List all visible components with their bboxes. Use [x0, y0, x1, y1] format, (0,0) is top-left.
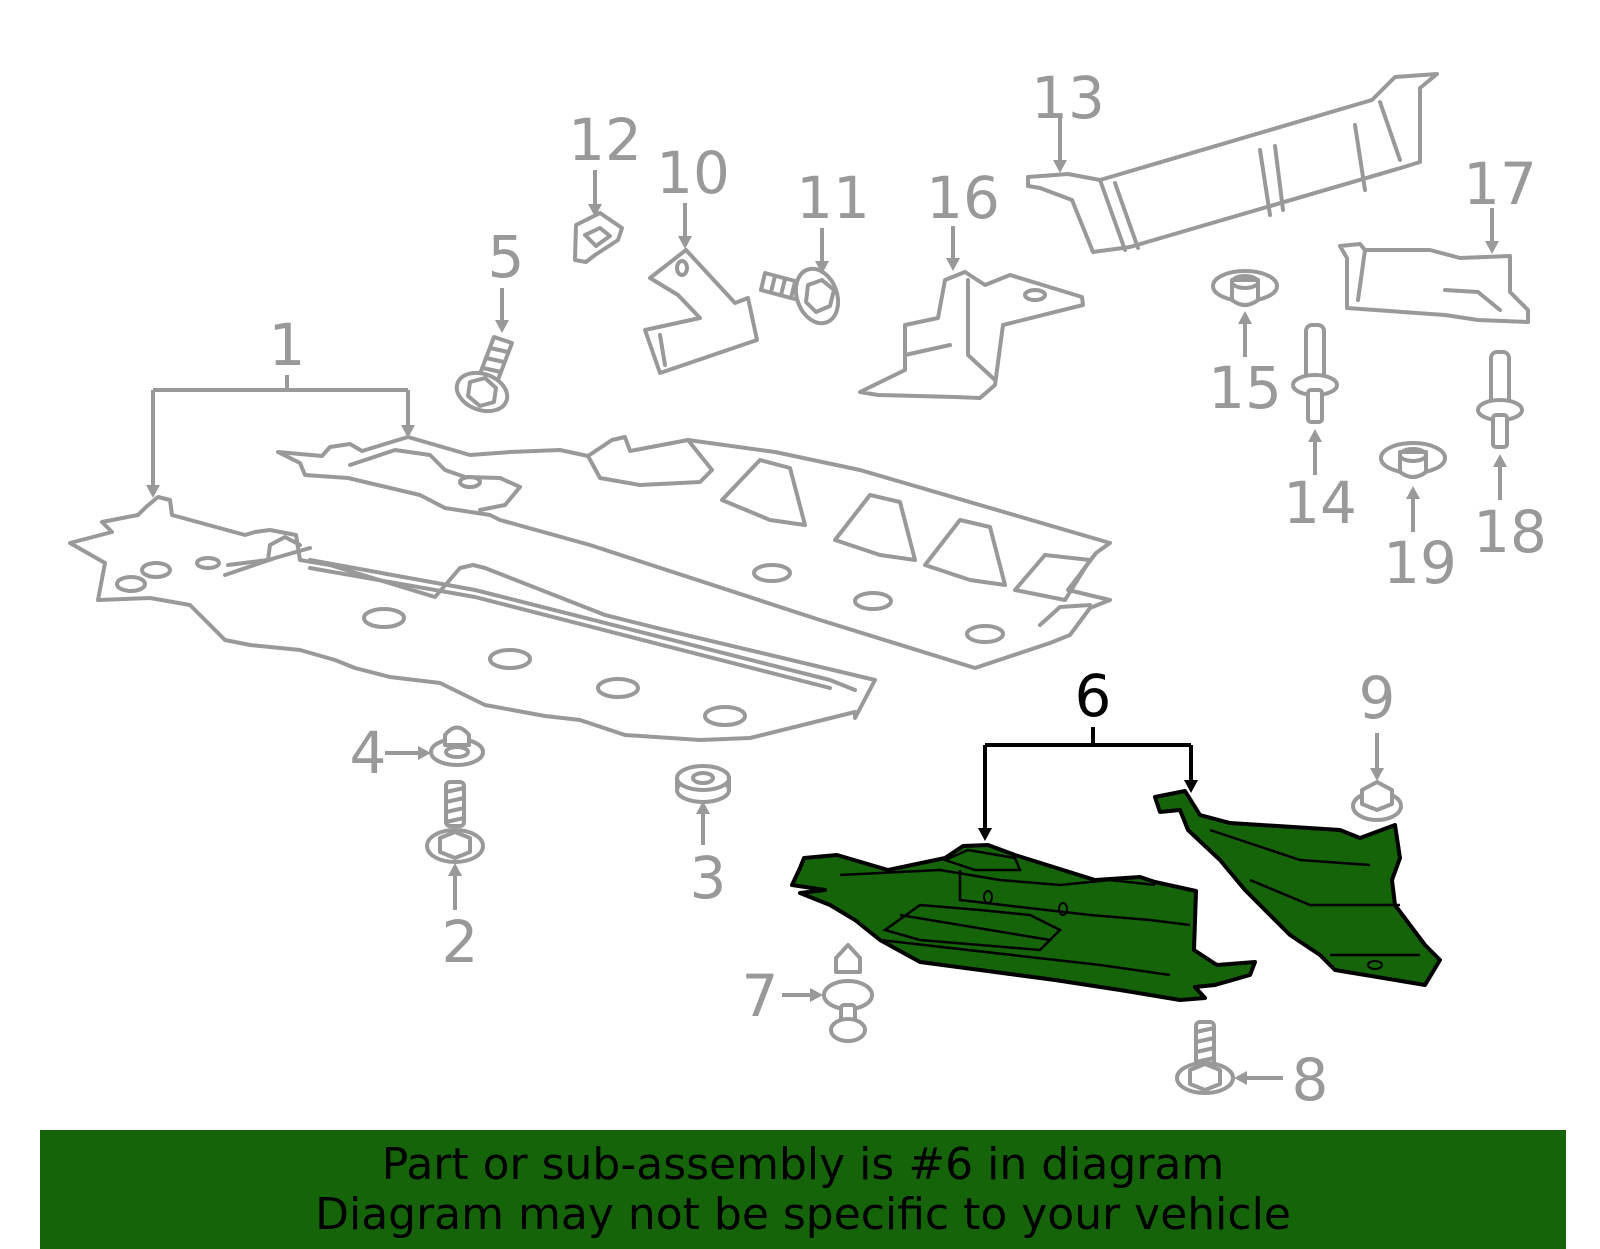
callout-10: 10 — [656, 139, 730, 207]
callout-14: 14 — [1283, 469, 1357, 537]
part-16-bracket[interactable] — [858, 270, 1085, 400]
callout-12: 12 — [568, 106, 642, 174]
part-8-bolt[interactable] — [1175, 1020, 1235, 1095]
callout-13: 13 — [1031, 64, 1105, 132]
part-18-push-pin[interactable] — [1476, 350, 1524, 449]
part-1-under-cover[interactable] — [68, 435, 1112, 742]
part-2-bolt[interactable] — [425, 780, 485, 864]
callout-16: 16 — [926, 164, 1000, 232]
callout-4: 4 — [350, 719, 387, 787]
callout-15: 15 — [1208, 354, 1282, 422]
part-14-push-pin[interactable] — [1291, 323, 1339, 424]
banner-line-1: Part or sub-assembly is #6 in diagram — [381, 1139, 1225, 1190]
banner-line-2: Diagram may not be specific to your vehi… — [315, 1189, 1291, 1240]
part-7-push-clip[interactable] — [822, 943, 874, 1043]
part-9-nut[interactable] — [1351, 780, 1403, 822]
part-19-grommet[interactable] — [1379, 441, 1447, 479]
part-11-bolt[interactable] — [759, 263, 845, 329]
callout-1: 1 — [269, 311, 306, 379]
callout-2: 2 — [442, 908, 479, 976]
part-10-bracket[interactable] — [643, 248, 759, 375]
part-12-clip-nut[interactable] — [573, 211, 624, 264]
callout-1-group — [146, 375, 415, 498]
callout-7: 7 — [742, 962, 779, 1030]
callout-18: 18 — [1473, 498, 1547, 566]
callout-9: 9 — [1359, 664, 1396, 732]
callout-11: 11 — [796, 164, 870, 232]
part-15-grommet[interactable] — [1211, 269, 1279, 307]
part-4-nut[interactable] — [429, 725, 485, 767]
part-5-bolt[interactable] — [451, 335, 514, 418]
part-13-reinforcement[interactable] — [1026, 72, 1439, 254]
callout-3: 3 — [690, 844, 727, 912]
callout-6-group — [978, 727, 1198, 841]
callout-6: 6 — [1075, 662, 1112, 730]
callout-17: 17 — [1463, 150, 1537, 218]
callout-19: 19 — [1383, 529, 1457, 597]
part-6-under-cover-highlighted[interactable] — [790, 789, 1442, 1002]
callout-5: 5 — [488, 223, 525, 291]
part-17-bracket[interactable] — [1338, 242, 1530, 324]
callout-8: 8 — [1292, 1046, 1329, 1114]
info-banner: Part or sub-assembly is #6 in diagram Di… — [40, 1130, 1566, 1249]
part-3-grommet[interactable] — [675, 764, 731, 804]
